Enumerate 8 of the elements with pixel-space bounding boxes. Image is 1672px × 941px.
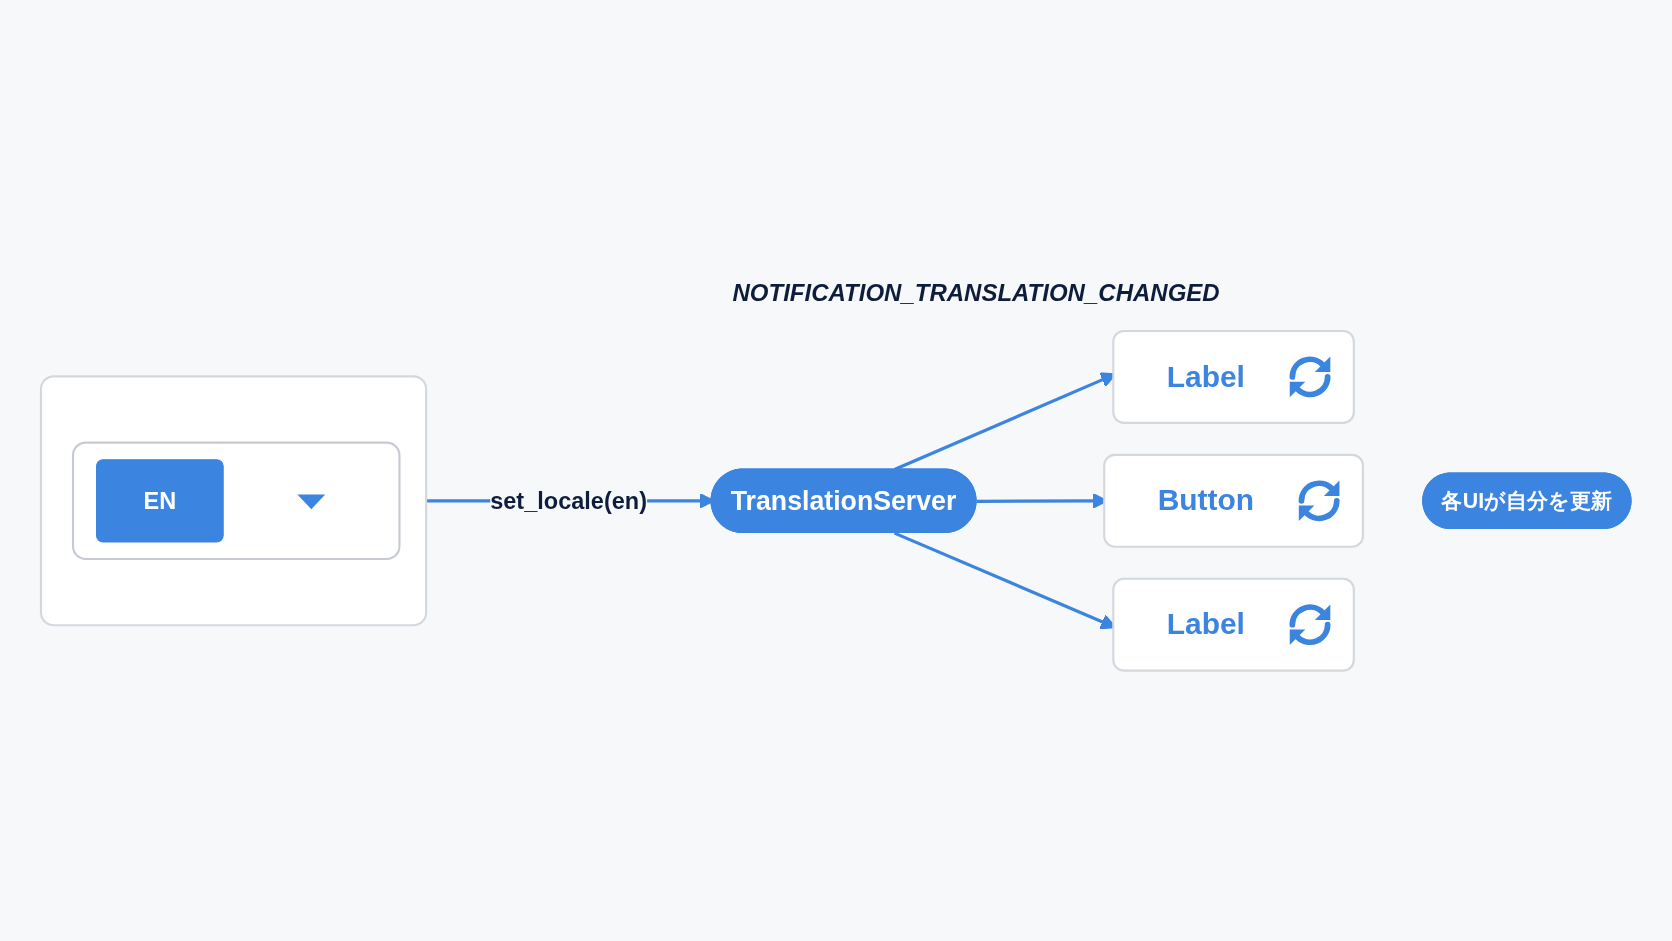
node-box: EN xyxy=(96,458,224,543)
signal-label: NOTIFICATION_TRANSLATION_CHANGED xyxy=(732,278,1220,307)
cluster xyxy=(71,441,401,560)
cluster xyxy=(39,374,428,626)
node-box: Button xyxy=(1103,453,1364,548)
node-box: Label xyxy=(1112,329,1355,424)
edge-label: set_locale(en) xyxy=(490,487,647,514)
node-box: Label xyxy=(1112,577,1355,672)
